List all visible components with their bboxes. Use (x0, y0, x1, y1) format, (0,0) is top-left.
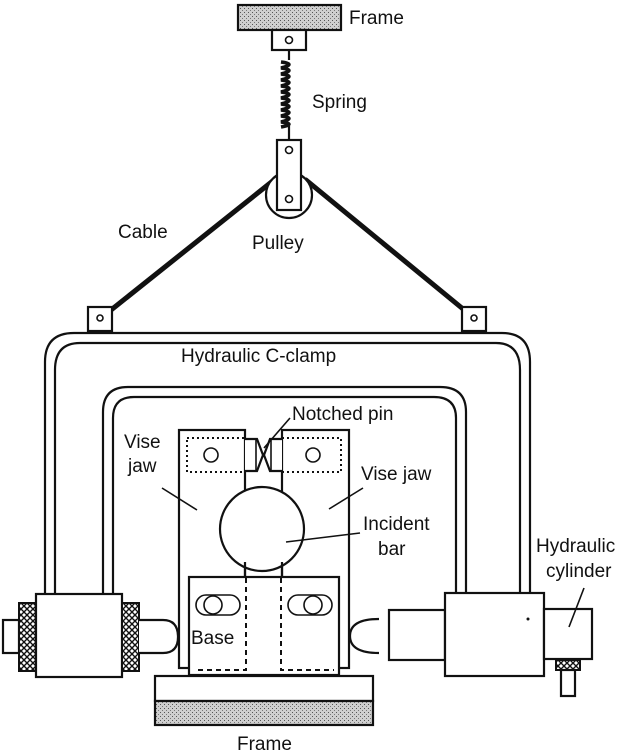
label-pulley: Pulley (252, 233, 304, 254)
cable (98, 177, 477, 321)
leader-notched-pin (263, 417, 291, 449)
label-c-clamp: Hydraulic C-clamp (181, 346, 336, 367)
spring-coil (280, 60, 291, 129)
label-frame-bottom: Frame (237, 734, 292, 754)
base-slot-right (287, 594, 333, 616)
pulley-bracket (275, 138, 303, 212)
left-clamp-body (34, 592, 124, 679)
vise-jaw-right-hole (305, 447, 321, 463)
cable-lug-left (86, 305, 114, 333)
right-clamp-body (443, 591, 546, 678)
label-incident-bar-1: Incident (363, 514, 430, 535)
label-vise-jaw-right: Vise jaw (361, 464, 432, 485)
notched-pin (245, 437, 282, 473)
label-spring: Spring (312, 92, 367, 113)
vise-jaw-right-slot (281, 437, 342, 473)
top-frame (236, 3, 343, 52)
left-end-knob (1, 618, 21, 655)
cylinder-valve-stem (559, 668, 577, 698)
left-plunger (139, 618, 180, 655)
bottom-platform (153, 674, 375, 703)
leader-incident-bar (285, 532, 361, 543)
cable-left (98, 177, 277, 321)
hydraulic-cylinder (348, 591, 594, 698)
label-vise-jaw-left-2: jaw (127, 456, 157, 477)
c-clamp-outer-tube (43, 331, 532, 598)
mount-pin-hole (284, 35, 294, 45)
bottom-frame-block (153, 699, 375, 727)
cable-lug-right (460, 305, 488, 333)
top-frame-block (236, 3, 343, 32)
incident-bar (218, 485, 306, 573)
spring (280, 50, 291, 140)
bracket-pin-hole-upper (284, 145, 294, 155)
label-vise-jaw-left-1: Vise (124, 432, 161, 453)
left-clamp-unit (1, 592, 180, 679)
left-knurl-inner (121, 602, 140, 672)
label-notched-pin: Notched pin (292, 404, 393, 425)
cylinder-end (542, 607, 594, 661)
label-cable: Cable (118, 222, 168, 243)
cylinder-valve-knurl (555, 659, 581, 671)
label-frame-top: Frame (349, 8, 404, 29)
leader-hydraulic-cylinder (568, 587, 585, 628)
left-knurl-outer (18, 602, 37, 672)
vise-jaw-left-hole (203, 447, 219, 463)
spring-mount-bracket (270, 28, 308, 52)
label-base: Base (191, 628, 234, 649)
label-hydraulic-cylinder-2: cylinder (546, 561, 612, 582)
label-incident-bar-2: bar (378, 539, 406, 560)
leader-vise-jaw-right (328, 487, 364, 510)
pulley-axle-hole (284, 194, 294, 204)
c-clamp-inner-tube (101, 385, 468, 598)
label-hydraulic-cylinder-1: Hydraulic (536, 536, 615, 557)
base-slot-left (195, 594, 241, 616)
cable-right (303, 177, 477, 321)
leader-vise-jaw-left (161, 487, 198, 511)
right-plunger (348, 617, 380, 655)
base (187, 575, 341, 677)
right-piston-housing (387, 608, 447, 662)
